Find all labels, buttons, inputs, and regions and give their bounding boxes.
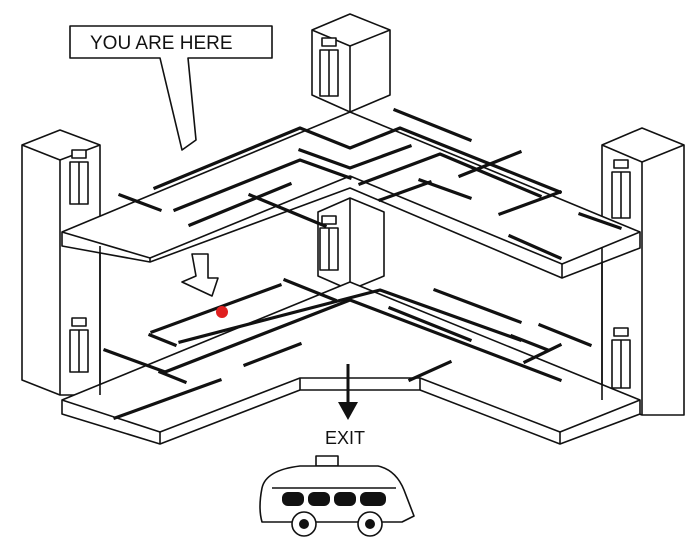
elevator-icon <box>611 159 631 219</box>
arrow-down-icon <box>181 253 219 297</box>
current-position-marker <box>216 306 228 318</box>
lower-deck <box>61 281 641 445</box>
maze-walls-lower <box>102 277 593 421</box>
maze-walls-upper <box>117 107 623 261</box>
taxi-icon <box>259 455 415 537</box>
upper-deck <box>61 111 641 279</box>
elevator-icon <box>319 37 339 97</box>
elevator-icon <box>69 317 89 373</box>
exit-label: EXIT <box>325 428 365 448</box>
callout-text: YOU ARE HERE <box>90 33 233 54</box>
garage-structure <box>21 13 685 445</box>
exit-arrow-icon <box>338 364 358 420</box>
elevator-icon <box>611 327 631 389</box>
elevator-icon <box>319 215 339 271</box>
elevator-icon <box>69 149 89 205</box>
you-are-here-callout: YOU ARE HERE <box>69 25 273 151</box>
